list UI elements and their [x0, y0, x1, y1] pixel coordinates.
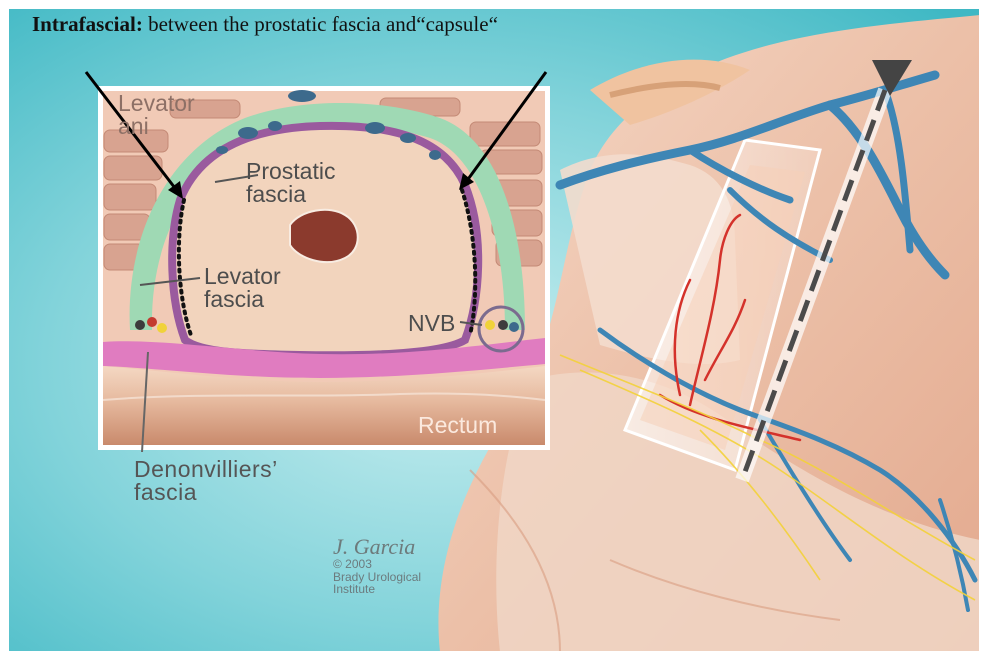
cross-section-inset	[98, 86, 550, 450]
label-rectum: Rectum	[418, 414, 497, 437]
title-rest: between the prostatic fascia and“capsule…	[148, 12, 498, 36]
label-denonvilliers-fascia: Denonvilliers’ fascia	[134, 458, 278, 505]
label-levator-ani: Levator ani	[118, 92, 195, 139]
artist-signature: J. Garcia	[333, 535, 421, 558]
credit-line-2: Institute	[333, 583, 421, 596]
label-prostatic-fascia: Prostatic fascia	[246, 160, 335, 207]
artist-credit: J. Garcia © 2003 Brady Urological Instit…	[333, 535, 421, 596]
label-levator-fascia: Levator fascia	[204, 265, 281, 312]
credit-copyright: © 2003	[333, 558, 421, 571]
title-bold: Intrafascial:	[32, 12, 143, 36]
label-nvb: NVB	[408, 312, 455, 335]
slide-title: Intrafascial: between the prostatic fasc…	[32, 12, 498, 37]
